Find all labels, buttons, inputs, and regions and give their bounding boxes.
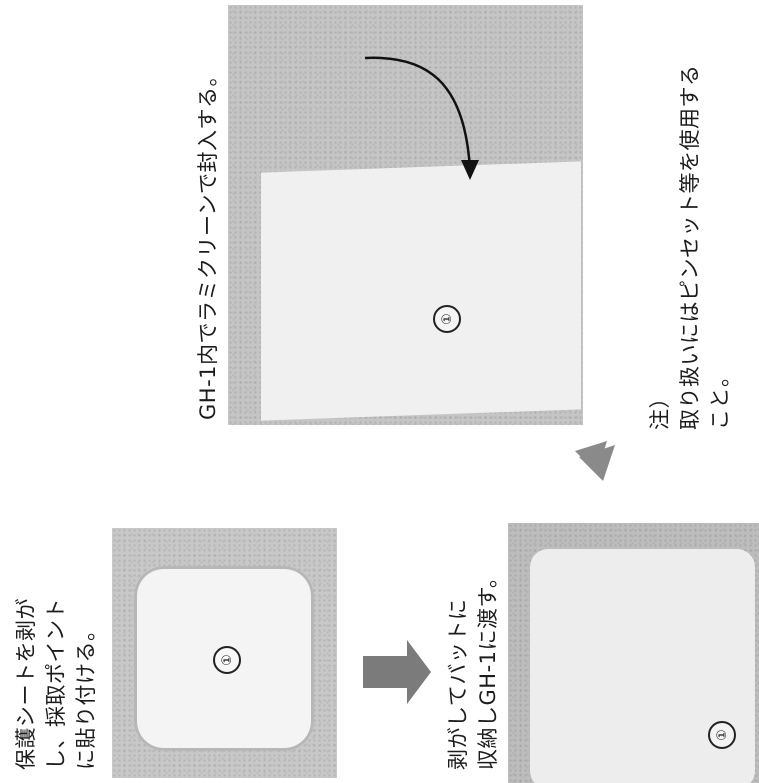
step1-text-line3: に貼り付ける。 bbox=[74, 619, 98, 771]
note-text-line2: こと。 bbox=[708, 365, 732, 431]
note-label: 注） bbox=[648, 387, 672, 430]
step2-photo: ① bbox=[508, 523, 759, 783]
step1-text-line1: 保護シートを剥が bbox=[14, 598, 38, 770]
step3-bag bbox=[261, 161, 581, 421]
arrow-down-icon bbox=[363, 640, 431, 704]
step3-text: GH-1内でラミクリーンで封入する。 bbox=[196, 65, 220, 420]
step1-text-line2: し、採取ポイント bbox=[44, 598, 68, 770]
step2-tray bbox=[530, 549, 755, 783]
step2-text-line1: 剥がしてバットに bbox=[446, 598, 470, 770]
curved-arrow-icon bbox=[364, 56, 479, 180]
step1-patch bbox=[134, 566, 314, 751]
arrow-up-right-icon bbox=[551, 441, 615, 493]
step1-photo: ① bbox=[112, 528, 337, 778]
step3-marker: ① bbox=[433, 305, 461, 333]
step2-marker: ① bbox=[708, 721, 736, 749]
note-text-line1: 取り扱いにはピンセット等を使用する bbox=[678, 64, 702, 431]
step3-photo: ① bbox=[228, 5, 583, 425]
step1-marker: ① bbox=[213, 646, 241, 674]
step2-text-line2: 収納しGH-1に渡す。 bbox=[476, 566, 500, 770]
